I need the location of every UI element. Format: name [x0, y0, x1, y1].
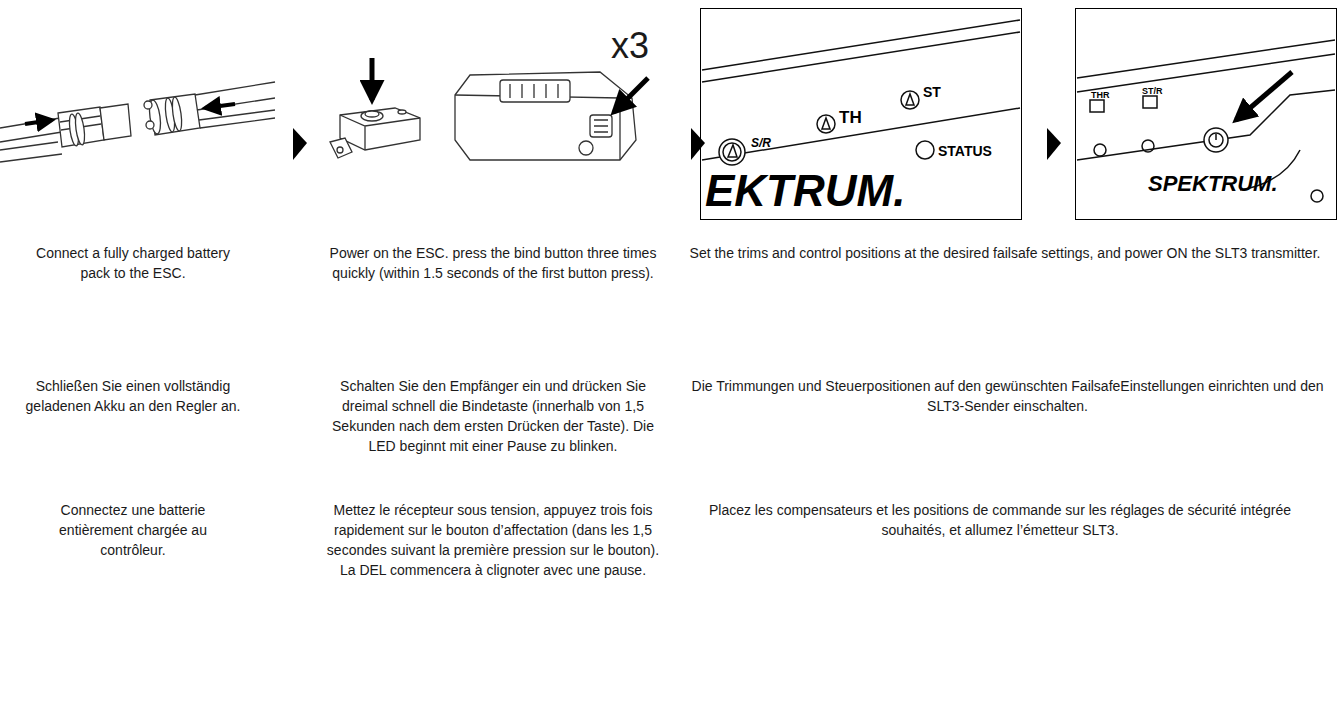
instruction-text: Schließen Sie einen vollständig geladene…	[18, 376, 248, 416]
panel-marking: SPEKTRUM.	[1148, 173, 1278, 195]
instruction-text: Connectez une batterie entièrement charg…	[28, 500, 238, 560]
step-chevron	[1047, 128, 1061, 160]
instruction-text: Schalten Sie den Empfänger ein und drück…	[318, 376, 668, 456]
panel-marking: EKTRUM.	[705, 169, 905, 213]
press-arrow	[370, 58, 375, 100]
battery-connector	[0, 82, 275, 162]
push-arrow	[25, 120, 52, 124]
panel-marking: STATUS	[938, 144, 992, 158]
transmitter-panel	[702, 20, 1020, 165]
step-chevron	[691, 128, 705, 160]
instruction-text: Mettez le récepteur sous tension, appuye…	[318, 500, 668, 580]
panel-marking: ST	[923, 85, 941, 99]
instruction-text: Placez les compensateurs et les position…	[690, 500, 1310, 540]
instruction-text: Die Trimmungen und Steuerpositionen auf …	[680, 376, 1335, 416]
press-count: x3	[600, 26, 660, 66]
instruction-text: Power on the ESC. press the bind button …	[318, 243, 668, 283]
panel-marking: TH	[839, 109, 862, 126]
press-arrow	[1236, 72, 1292, 120]
panel-marking: THR	[1091, 91, 1110, 100]
panel-marking: S/R	[751, 137, 771, 149]
instruction-text: Set the trims and control positions at t…	[685, 243, 1325, 263]
esc-unit	[330, 108, 420, 158]
push-arrow	[205, 104, 235, 108]
press-arrow	[614, 78, 648, 112]
step-chevron	[293, 128, 307, 160]
panel-marking: ST/R	[1142, 87, 1163, 96]
instruction-text: Connect a fully charged battery pack to …	[23, 243, 243, 283]
receiver	[455, 72, 636, 160]
panel-frame: S/R TH ST STATUS EKTRUM.	[700, 8, 1022, 220]
transmitter-power	[1077, 40, 1335, 202]
panel-frame: THR ST/R SPEKTRUM.	[1075, 8, 1337, 220]
